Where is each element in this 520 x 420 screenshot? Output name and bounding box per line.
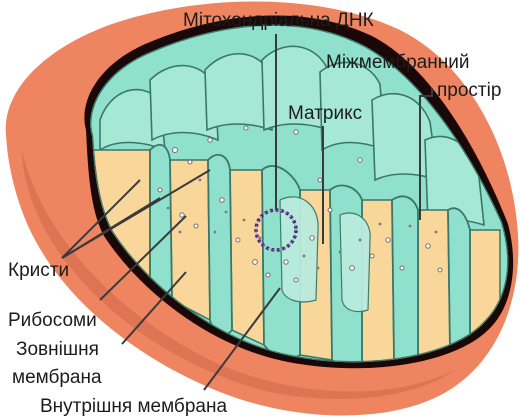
label-matrix: Матрикс <box>288 103 362 124</box>
label-outer-membrane-1: Зовнішня <box>16 339 99 360</box>
label-cristae: Кристи <box>8 260 69 281</box>
label-inner-membrane: Внутрішня мембрана <box>40 396 227 417</box>
label-ribosomes: Рибосоми <box>8 310 97 331</box>
label-mtdna: Мітохондріальна ДНК <box>183 10 374 31</box>
label-intermembrane-1: Міжмембранний <box>326 52 469 73</box>
label-outer-membrane-2: мембрана <box>12 367 102 388</box>
label-intermembrane-2: простір <box>437 80 501 101</box>
